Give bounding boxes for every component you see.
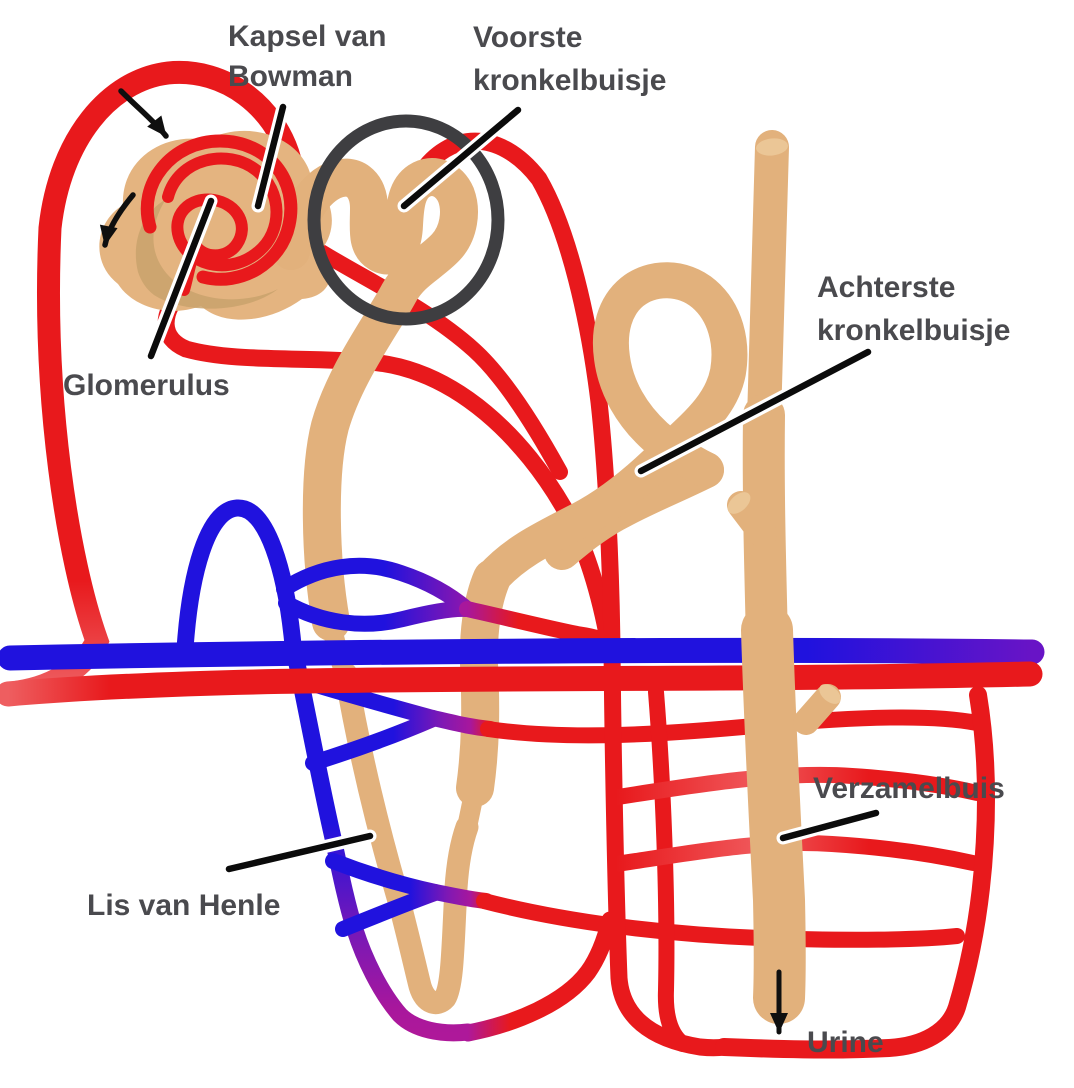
capillary-y2-lower (335, 885, 443, 937)
capillary-rung-4 (476, 893, 965, 948)
label-urine: Urine (807, 1026, 884, 1059)
vasa-recta-red-rail-b (648, 684, 691, 1052)
pointer-voorste (400, 106, 522, 210)
label-achterste-line2: kronkelbuisje (817, 314, 1010, 347)
duct-branch-stub-2 (793, 684, 841, 735)
ascending-thick-limb (456, 559, 511, 807)
capillary-eye-lower (278, 595, 475, 632)
capillary-rung-3 (608, 834, 981, 872)
capillary-eye-upper (276, 557, 475, 617)
vasa-recta-right-rail (715, 686, 995, 1059)
efferent-vessel-under-tubule (288, 228, 568, 480)
capillary-rung-1 (480, 709, 985, 744)
duct-branch-stub-1-opening (727, 492, 751, 514)
capillary-rung-2 (610, 766, 985, 805)
highlight-ring (307, 114, 505, 326)
collecting-duct-opening (756, 138, 788, 156)
label-voorste-line2: kronkelbuisje (473, 64, 666, 97)
label-achterste-line1: Achterste (817, 271, 955, 304)
collecting-duct-upper (747, 130, 789, 437)
capillary-y1-lower (305, 711, 441, 771)
label-kapsel-line2: Bowman (228, 60, 353, 93)
duct-branch-stub-2-opening (819, 684, 841, 704)
label-verzamelbuis: Verzamelbuis (813, 772, 1005, 805)
label-lis-van-henle: Lis van Henle (87, 889, 280, 922)
labels: Kapsel van Bowman Voorste kronkelbuisje … (63, 20, 1010, 1059)
bowman-capsule-shadow (135, 199, 278, 309)
arteriole-band-red (0, 661, 1043, 707)
collecting-duct-lower (741, 604, 806, 1024)
vasa-recta-return-rise (459, 911, 619, 1042)
flow-arrow-left-icon (99, 192, 136, 248)
flow-arrows (99, 88, 788, 1035)
duct-branch-stub-1 (727, 491, 777, 548)
label-kapsel-line1: Kapsel van (228, 20, 386, 53)
pointer-lines (144, 100, 883, 876)
distal-convoluted-tubule (474, 262, 748, 596)
collecting-duct (727, 130, 841, 1024)
venule-band-blue (0, 637, 1045, 671)
pointer-lis (225, 832, 374, 873)
label-glomerulus: Glomerulus (63, 369, 230, 402)
vasa-recta-red-rail-a (603, 639, 733, 1057)
label-voorste-line1: Voorste (473, 21, 582, 54)
pointer-achterste (637, 348, 872, 475)
pointer-kapsel (254, 103, 287, 210)
flow-arrow-top-icon (118, 88, 169, 139)
pointer-verzamelbuis (779, 809, 880, 842)
pointer-glomerulus (147, 197, 215, 360)
